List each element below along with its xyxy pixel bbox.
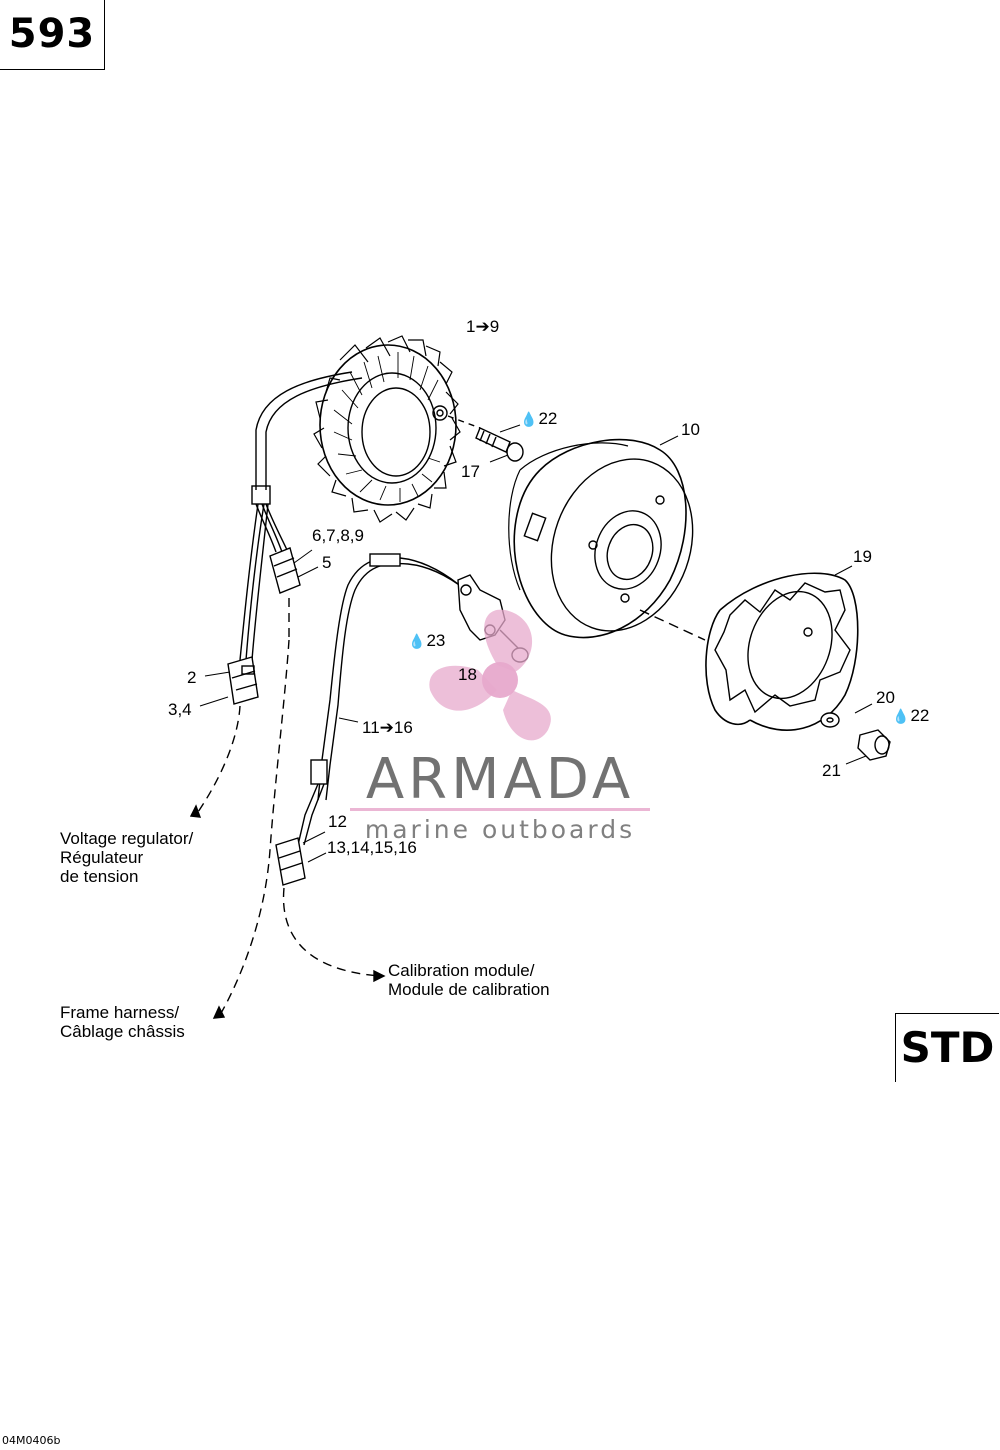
callout-stator: 1➔9 — [466, 318, 499, 336]
stator-harness — [239, 371, 363, 661]
note-line: Module de calibration — [388, 980, 550, 999]
callout-torque-23: 💧23 — [408, 632, 445, 650]
right-arrow-icon: ➔ — [379, 718, 394, 737]
note-calibration-module: Calibration module/ Module de calibratio… — [388, 961, 550, 999]
frame-harness-leader — [219, 639, 290, 1016]
stator — [313, 335, 481, 523]
callout-20: 20 — [876, 688, 895, 707]
oil-drop-icon: 💧 — [520, 411, 538, 427]
screw-17 — [475, 424, 524, 463]
callout-torque-22-lower: 💧22 — [892, 707, 929, 725]
callout-2: 2 — [187, 668, 197, 687]
variant-badge: STD — [895, 1013, 999, 1082]
callout-10: 10 — [681, 420, 700, 439]
callout-harness-end: 16 — [393, 718, 413, 737]
watermark-logo — [350, 609, 650, 811]
note-voltage-regulator: Voltage regulator/ Régulateur de tension — [60, 829, 193, 886]
callout-12: 12 — [328, 812, 347, 831]
callout-torque-22-upper: 💧22 — [520, 410, 557, 428]
callout-18: 18 — [458, 665, 477, 684]
connector-6789 — [269, 547, 319, 640]
page-number-badge: 593 — [0, 0, 105, 70]
watermark-hub — [482, 662, 518, 698]
watermark-underline — [350, 808, 650, 811]
watermark-blade-right — [503, 690, 551, 741]
callout-stator-end: 9 — [489, 317, 500, 336]
note-frame-harness: Frame harness/ Câblage châssis — [60, 1003, 185, 1041]
coupler-19 — [705, 565, 859, 731]
callout-harness-lower: 11➔16 — [362, 719, 413, 737]
note-line: Voltage regulator/ — [60, 829, 194, 848]
oil-drop-icon: 💧 — [892, 708, 910, 724]
washer-20 — [820, 703, 873, 728]
connector-calibration — [275, 831, 386, 983]
torque-value: 23 — [426, 631, 446, 650]
rotor-10 — [508, 435, 706, 641]
watermark-brand: ARMADA — [365, 747, 635, 812]
callout-13141516: 13,14,15,16 — [327, 838, 417, 857]
oil-drop-icon: 💧 — [408, 633, 426, 649]
callout-34: 3,4 — [168, 700, 192, 719]
note-line: Frame harness/ — [60, 1003, 180, 1022]
bolt-21 — [845, 729, 891, 765]
reference-code: 04M0406b — [2, 1434, 61, 1447]
callout-17: 17 — [461, 462, 480, 481]
watermark-tagline: marine outboards — [364, 815, 636, 844]
callout-21: 21 — [822, 761, 841, 780]
callout-stator-start: 1 — [466, 317, 476, 336]
torque-value: 22 — [538, 409, 558, 428]
note-line: Calibration module/ — [388, 961, 535, 980]
note-line: Régulateur — [60, 848, 144, 867]
note-line: de tension — [60, 867, 139, 886]
callout-5: 5 — [322, 553, 332, 572]
note-line: Câblage châssis — [60, 1022, 185, 1041]
watermark-blade-top — [484, 609, 533, 672]
callout-19: 19 — [853, 547, 872, 566]
callout-harness-start: 11 — [362, 718, 380, 737]
callout-6789: 6,7,8,9 — [312, 526, 364, 545]
watermark-blade-left — [429, 665, 497, 711]
right-arrow-icon: ➔ — [475, 317, 490, 336]
torque-value: 22 — [910, 706, 930, 725]
connector-regulator — [189, 656, 259, 818]
